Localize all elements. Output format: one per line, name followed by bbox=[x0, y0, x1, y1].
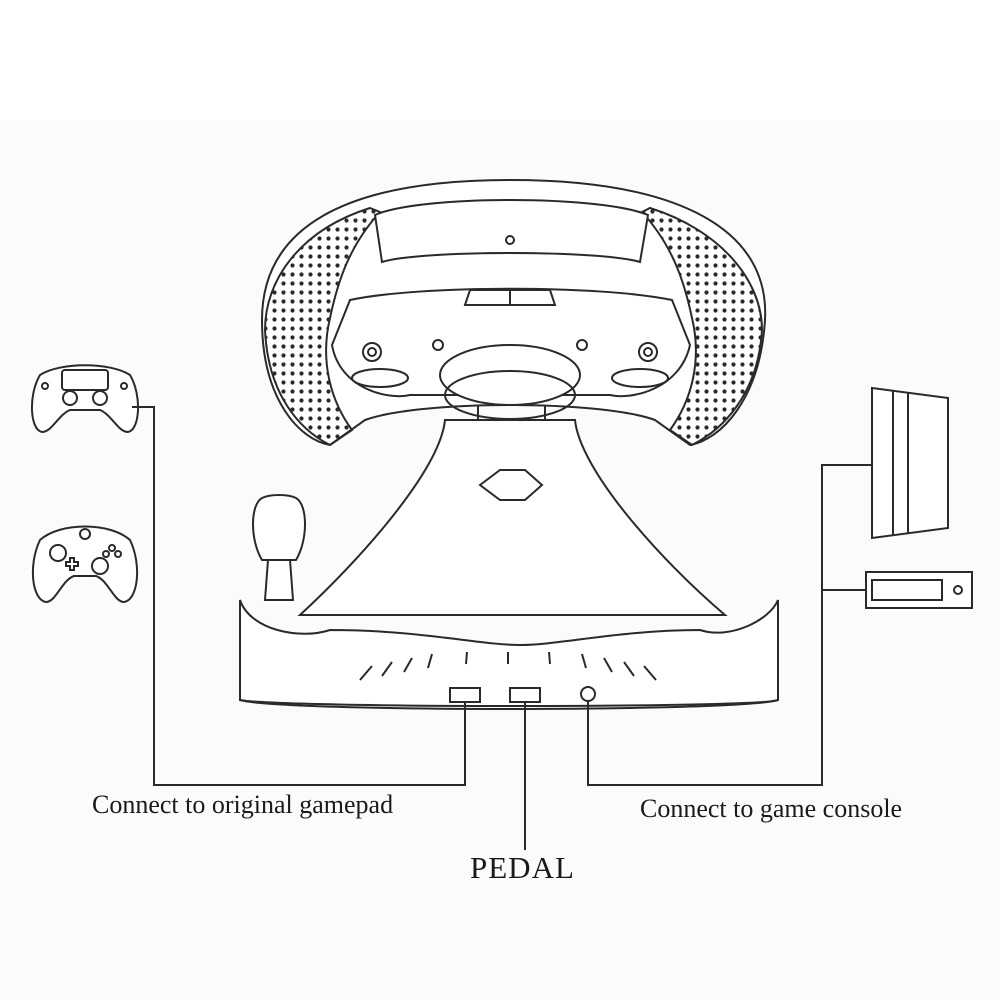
wheel-grip-left bbox=[263, 206, 382, 447]
cable-gamepad bbox=[132, 406, 466, 786]
playstation-controller-icon bbox=[30, 364, 140, 434]
cable-console bbox=[587, 464, 872, 786]
steering-wheel-icon bbox=[260, 178, 767, 447]
connection-lines bbox=[132, 406, 872, 850]
wheel-grip-right bbox=[640, 206, 764, 447]
pedal-connection-label: PEDAL bbox=[470, 850, 575, 885]
console-connection-label: Connect to game console bbox=[640, 794, 903, 823]
gamepad-connection-label: Connect to original gamepad bbox=[92, 790, 394, 819]
xbox-controller-icon bbox=[31, 525, 139, 604]
xbox-console-icon bbox=[865, 571, 973, 609]
playstation-console-icon bbox=[871, 386, 949, 540]
wheel-base bbox=[239, 419, 779, 710]
base-vents bbox=[359, 651, 657, 681]
gear-shifter-icon bbox=[252, 494, 306, 601]
